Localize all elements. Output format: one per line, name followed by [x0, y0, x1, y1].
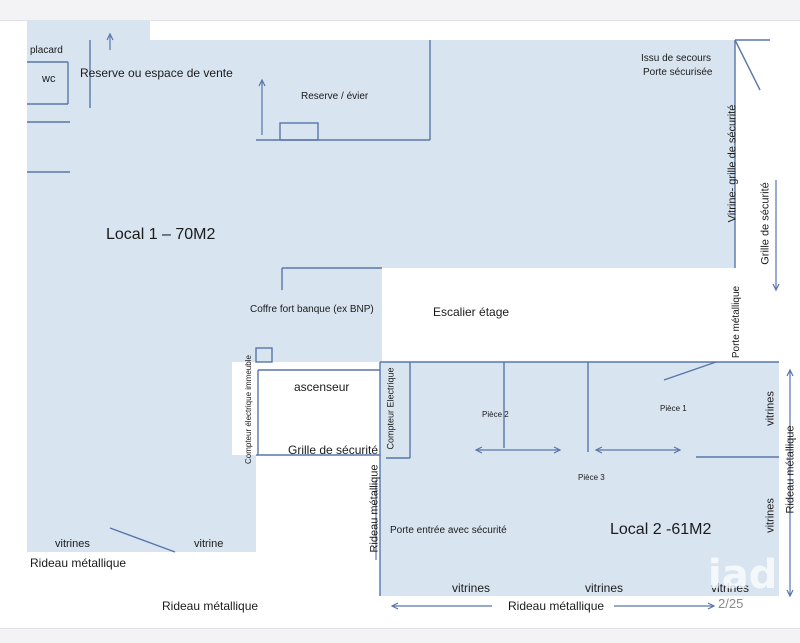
local-1-area [27, 20, 735, 552]
walls [27, 39, 779, 596]
local-2-area [380, 362, 779, 596]
grille-securite-center-label: Grille de sécurité [288, 443, 379, 457]
rideau-right-label: Rideau métallique [784, 425, 797, 514]
piece-1-label: Pièce 1 [660, 404, 687, 413]
escalier-label: Escalier étage [433, 305, 510, 319]
rideau-bottom-left-label: Rideau métallique [162, 599, 259, 613]
reserve-vente-label: Reserve ou espace de vente [80, 66, 233, 80]
rideau-left-label: Rideau métallique [30, 556, 127, 570]
vitrines-left-2-label: vitrine [194, 538, 224, 550]
vitrines-right-bottom-label: vitrines [764, 498, 777, 533]
arrows [106, 32, 794, 610]
vitrines-right-top-label: vitrines [764, 391, 777, 426]
wc-label: wc [42, 73, 56, 85]
coffre-fort-label: Coffre fort banque (ex BNP) [250, 304, 374, 315]
vitrines-left-1-label: vitrines [55, 538, 90, 550]
porte-securisee-label: Porte sécurisée [643, 67, 713, 78]
placard-label: placard [30, 45, 63, 56]
porte-entree-label: Porte entrée avec sécurité [390, 525, 507, 536]
piece-3-label: Pièce 3 [578, 473, 605, 482]
local-2-label: Local 2 -61M2 [610, 521, 712, 538]
ascenseur-label: ascenseur [294, 380, 350, 394]
issue-secours-label: Issu de secours [641, 53, 712, 64]
vitrine-grille-label: Vitrine- grille de sécurité [726, 104, 739, 223]
vitrines-bottom-3-label: vitrines [711, 581, 750, 595]
local-1-label: Local 1 – 70M2 [106, 226, 216, 243]
porte-metallique-label: Porte métallique [731, 285, 742, 359]
viewer-top-bar [0, 0, 800, 21]
rideau-bottom-right-label: Rideau métallique [508, 599, 605, 613]
reserve-evier-label: Reserve / évier [301, 91, 369, 102]
rideau-center-vertical-label: Rideau métallique [368, 464, 381, 553]
viewer-bottom-bar [0, 628, 800, 643]
vitrines-bottom-2-label: vitrines [585, 581, 624, 595]
grille-securite-right-label: Grille de sécurité [759, 182, 772, 265]
compteur-immeuble-label: Compteur électrique immeuble [244, 355, 253, 464]
watermark-logo: iad [708, 552, 778, 598]
compteur-electrique-label: Compteur Electrique [385, 367, 396, 450]
vitrines-bottom-1-label: vitrines [452, 581, 491, 595]
page-counter: 2/25 [718, 596, 744, 611]
piece-2-label: Pièce 2 [482, 410, 509, 419]
